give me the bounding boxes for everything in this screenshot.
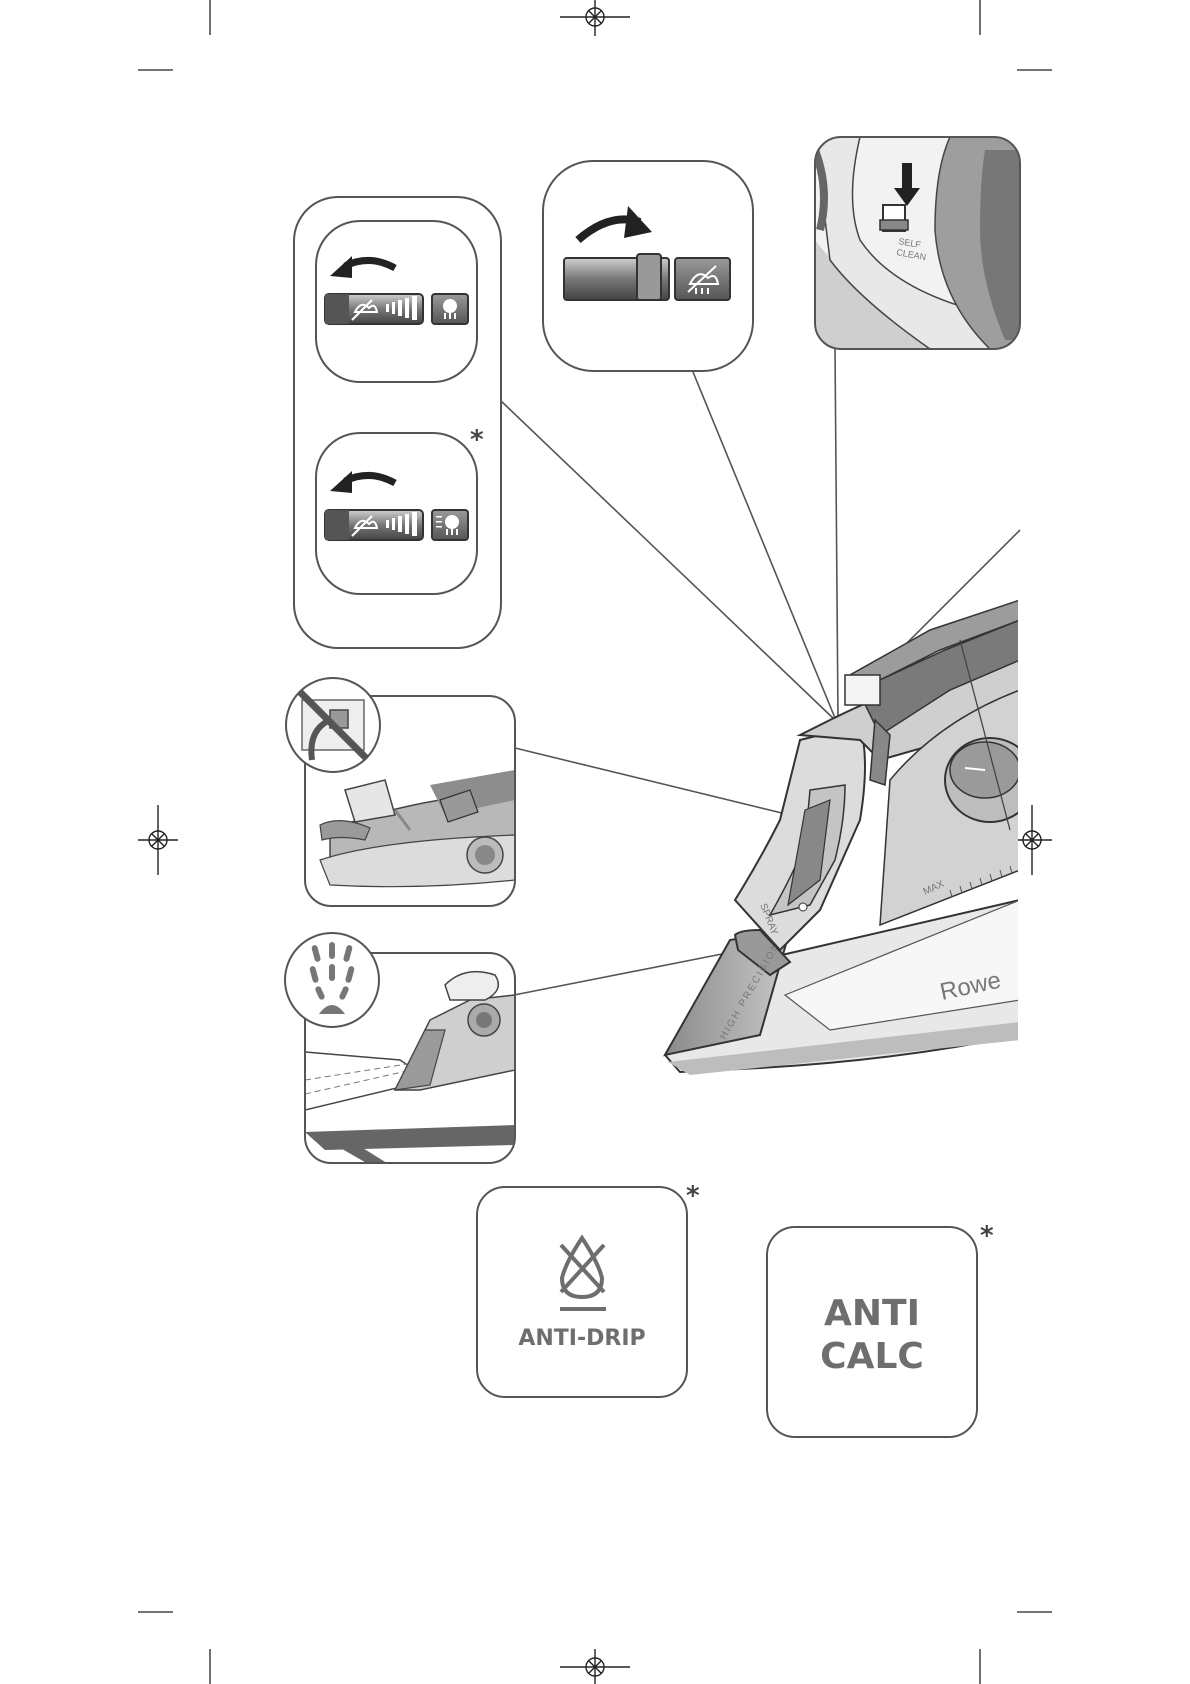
vertical-steam-panel xyxy=(284,932,516,1164)
steam-slider-panel: * xyxy=(293,196,502,649)
crop-marks xyxy=(138,0,1052,1684)
anti-calc-line-1: ANTI xyxy=(824,1293,920,1334)
registration-target-left xyxy=(138,805,178,875)
anti-drip-label: ANTI-DRIP xyxy=(518,1326,645,1351)
steam-slider-variant-1 xyxy=(315,220,478,383)
prohibited-strike-icon xyxy=(297,689,369,761)
asterisk-note: * xyxy=(686,1181,700,1211)
vertical-steam-burst-icon xyxy=(436,515,459,535)
leader-lines xyxy=(499,347,1021,996)
no-steam-icon xyxy=(687,265,720,294)
anti-drip-badge: * ANTI-DRIP xyxy=(476,1181,700,1398)
vertical-steam-icon xyxy=(309,942,355,1014)
no-steam-icon xyxy=(351,515,379,537)
steam-slider-variant-2: * xyxy=(315,425,484,595)
asterisk-note: * xyxy=(980,1221,994,1251)
iron-illustration: HIGH PRECISION SPRAY MAX Rowe xyxy=(663,599,1018,1075)
self-clean-panel: SELF CLEAN xyxy=(814,136,1021,350)
anti-calc-line-2: CALC xyxy=(820,1336,924,1377)
water-level-scale xyxy=(949,865,1013,898)
rotate-left-arrow-icon xyxy=(330,256,352,278)
registration-target-bottom xyxy=(560,1649,630,1684)
fill-water-panel xyxy=(285,677,516,907)
steam-switch-panel xyxy=(542,160,754,372)
press-down-arrow-icon xyxy=(902,163,912,191)
self-clean-label-1: SELF xyxy=(898,236,922,250)
registration-target-right xyxy=(1012,805,1052,875)
asterisk-note: * xyxy=(470,425,484,455)
registration-target-top xyxy=(560,0,630,36)
no-steam-icon xyxy=(351,299,379,321)
rotate-right-arrow-icon xyxy=(624,206,652,238)
rotate-left-arrow-icon xyxy=(330,471,352,493)
steam-level-bars xyxy=(386,296,417,320)
anti-drip-icon xyxy=(559,1234,606,1311)
steam-level-bars xyxy=(386,512,417,536)
anti-calc-badge: * ANTI CALC xyxy=(766,1221,994,1438)
steam-burst-icon xyxy=(443,299,457,319)
